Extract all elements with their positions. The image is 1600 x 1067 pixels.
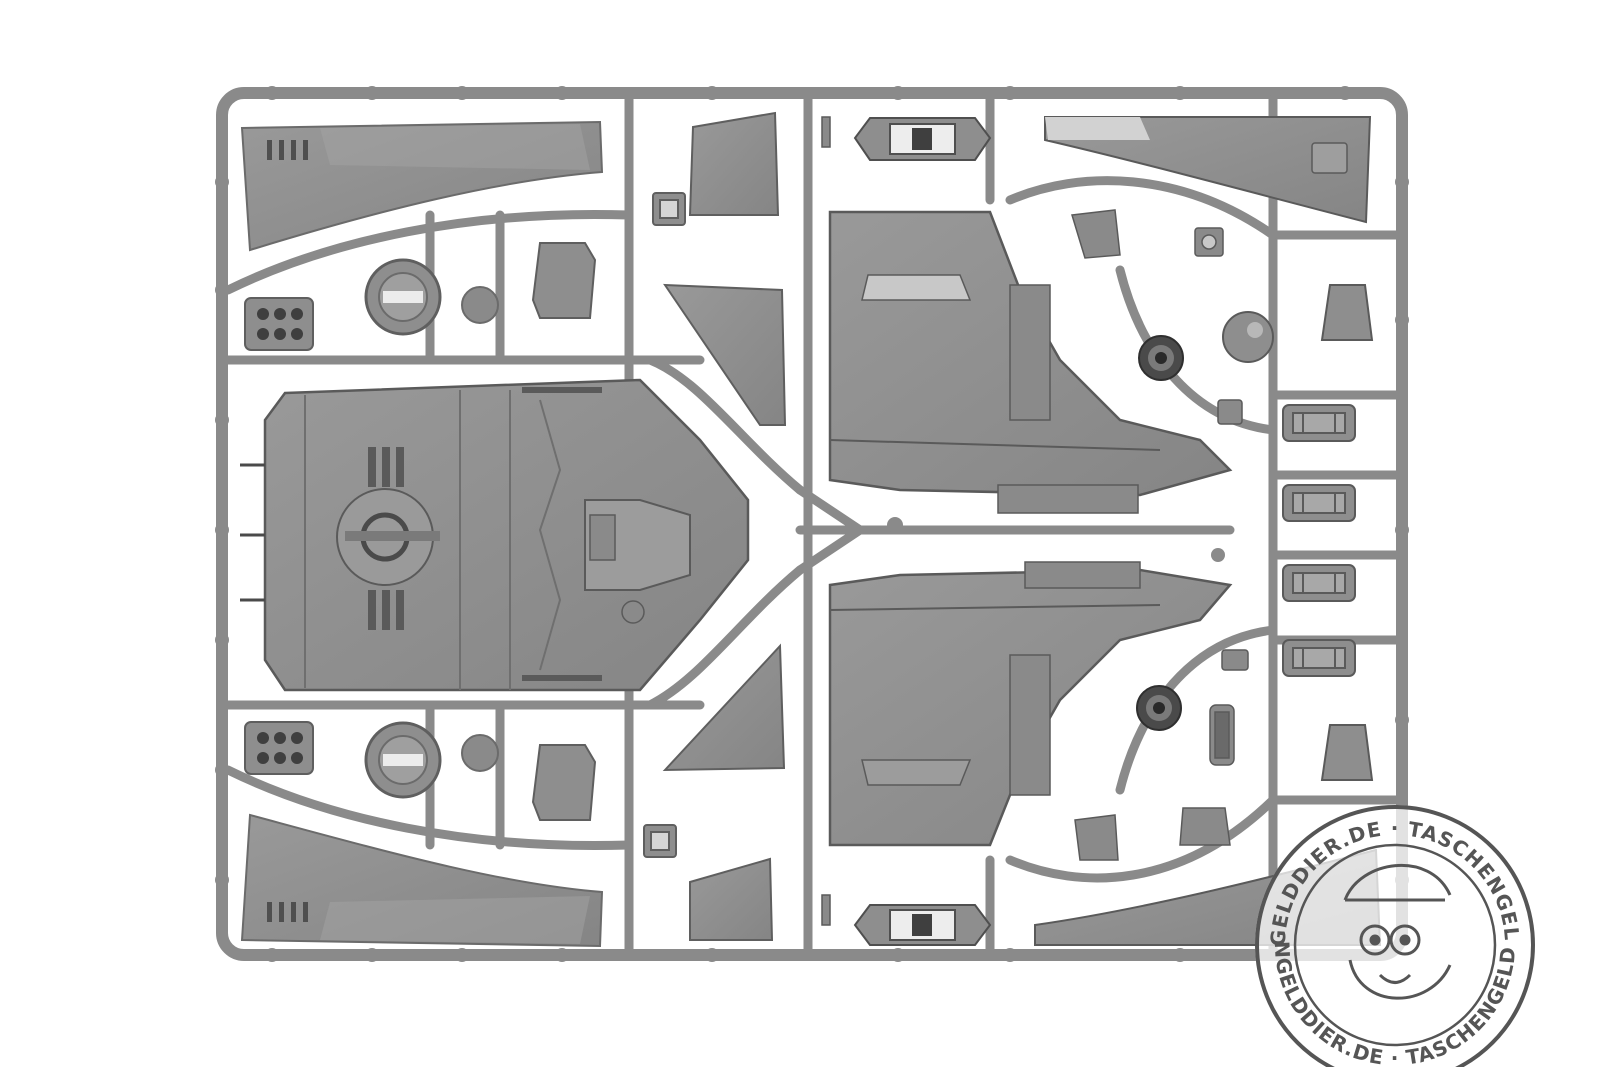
- part-wing-blade-top-left: [240, 120, 604, 252]
- part-fins: [662, 111, 787, 941]
- part-blocks-left-column: [531, 192, 686, 858]
- part-turret-ring-bottom: [364, 721, 499, 799]
- part-grille-top-left: [244, 297, 314, 351]
- part-hull-panel-bottom-right: [828, 561, 1233, 847]
- part-wing-blade-top-right: [1044, 116, 1372, 224]
- sprue-runners: [217, 94, 1407, 954]
- part-wing-blade-bottom-left: [240, 813, 604, 948]
- part-small-bits: [821, 116, 1249, 926]
- part-hull-panel-top-right: [828, 210, 1233, 514]
- part-canisters: [853, 117, 992, 946]
- part-weapon-pods: [1282, 284, 1374, 781]
- part-exhaust-nozzles: [1136, 311, 1274, 731]
- watermark-mascot: [1343, 863, 1452, 1000]
- sprue-gates: [215, 86, 1409, 962]
- part-main-hull: [240, 378, 750, 692]
- part-grille-bottom-left: [244, 721, 314, 775]
- part-turret-ring-top: [364, 258, 499, 336]
